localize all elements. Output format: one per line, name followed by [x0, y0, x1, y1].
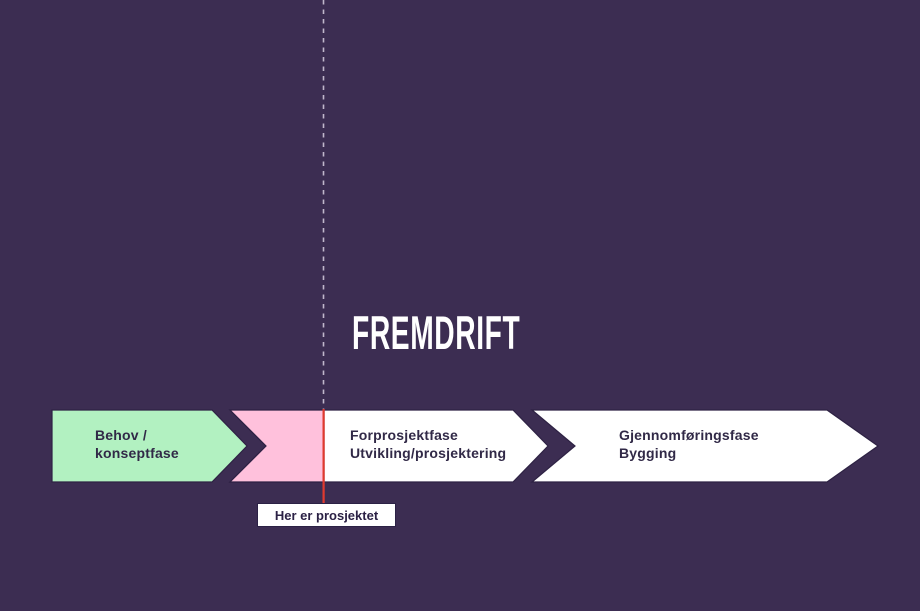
phase-label-gjennomforing: Gjennomføringsfase Bygging [619, 426, 759, 462]
phase-arrow-gjennomforingsfase [530, 409, 880, 483]
phase-label-line2: Bygging [619, 445, 677, 461]
phase-label-behov: Behov / konseptfase [95, 426, 179, 462]
marker-label-box: Her er prosjektet [257, 503, 396, 527]
phase-label-line1: Forprosjektfase [350, 427, 459, 443]
phase-arrow-behov-konseptfase [51, 409, 248, 483]
progress-overlay [228, 409, 325, 483]
marker-label: Her er prosjektet [274, 507, 379, 523]
phase-label-line1: Behov / [95, 427, 147, 443]
phase-label-line2: konseptfase [95, 445, 179, 461]
page-title: FREMDRIFT [352, 306, 521, 359]
phase-label-line1: Gjennomføringsfase [619, 427, 759, 443]
phase-label-forprosjekt: Forprosjektfase Utvikling/prosjektering [350, 426, 506, 462]
phase-label-line2: Utvikling/prosjektering [350, 445, 507, 461]
